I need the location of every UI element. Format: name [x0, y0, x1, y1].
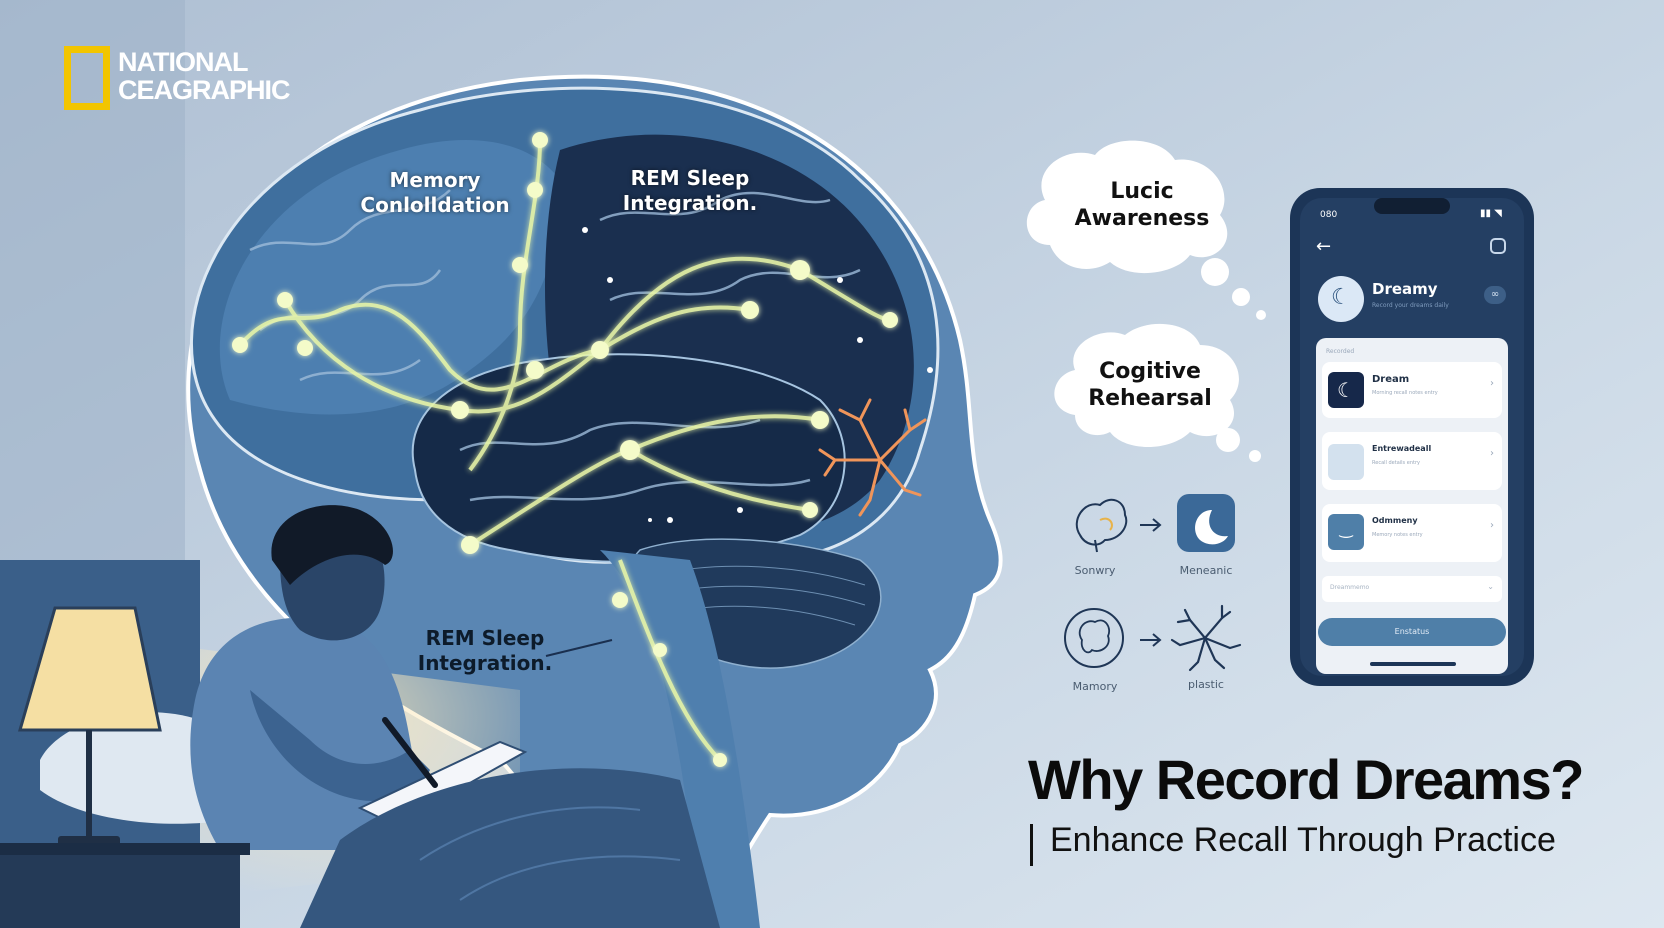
caption-mamory: Mamory — [1072, 680, 1118, 693]
brain-stem — [600, 550, 760, 928]
logo-frame-icon — [64, 46, 110, 110]
list-item[interactable]: Entrewadeall Recall details entry › — [1322, 432, 1502, 490]
phone-notch — [1374, 198, 1450, 214]
link-icon[interactable]: ∞ — [1484, 286, 1506, 304]
phone-home-indicator — [1370, 662, 1456, 666]
headline-title: Why Record Dreams? — [1028, 748, 1584, 811]
neural-nodes — [232, 132, 898, 767]
logo-line-2: CEAGRAPHIC — [118, 75, 291, 105]
image-thumbnail-icon — [1328, 444, 1364, 480]
person-arm — [250, 690, 430, 801]
brand-logo: NATIONAL CEAGRAPHIC — [118, 47, 291, 105]
label-line: Memory — [389, 168, 481, 192]
label-memory-consolidation: Memory Conlolldation — [350, 168, 520, 218]
lamp-post — [86, 730, 92, 840]
caption-sonwry: Sonwry — [1074, 564, 1116, 577]
label-line: REM Sleep — [425, 626, 545, 650]
smile-icon: ‿ — [1328, 514, 1364, 550]
brain-circle-inner — [1078, 619, 1110, 654]
thought-dot — [1256, 310, 1266, 320]
subtitle-bar — [1030, 824, 1033, 866]
label-rem-integration-side: REM Sleep Integration. — [410, 626, 560, 676]
caption-plastic: plastic — [1188, 678, 1224, 691]
logo-line-1: NATIONAL — [118, 47, 248, 77]
thought-text-cogitive: Cogitive Rehearsal — [1060, 358, 1240, 412]
chevron-down-icon: ⌄ — [1487, 582, 1494, 591]
thought-bubble-cogitive — [1054, 323, 1239, 447]
app-title: Dreamy — [1372, 280, 1438, 298]
thought-line: Awareness — [1074, 206, 1210, 231]
app-avatar: ☾ — [1318, 276, 1364, 322]
moon-badge-moon — [1195, 510, 1228, 545]
list-item-title: Entrewadeall — [1372, 444, 1432, 453]
list-header: Recorded — [1326, 348, 1355, 355]
list-item-title: Dream — [1372, 374, 1410, 385]
thought-bubble-lucic — [1026, 140, 1228, 274]
phone-signal-icon: ▮▮ ◥ — [1480, 208, 1502, 219]
list-item-detail: Recall details entry — [1372, 460, 1420, 466]
label-rem-integration-top: REM Sleep Integration. — [610, 166, 770, 216]
thought-line: Lucic — [1110, 179, 1174, 204]
moon-icon: ☾ — [1331, 285, 1351, 310]
brain-folds — [249, 189, 861, 502]
list-item-detail: Memory notes entry — [1372, 532, 1423, 538]
person-hair — [271, 505, 393, 585]
label-line: Integration. — [417, 651, 553, 675]
orange-neuron-branch — [818, 398, 927, 517]
thought-dot — [1232, 288, 1250, 306]
moon-icon: ☾ — [1328, 372, 1364, 408]
memo-input[interactable]: Dreammemo ⌄ — [1322, 576, 1502, 602]
brain-sparkles — [582, 227, 933, 523]
caption-meneanic: Meneanic — [1179, 564, 1233, 577]
thought-dot — [1216, 428, 1240, 452]
headline-subtitle: Enhance Recall Through Practice — [1050, 821, 1556, 859]
arrow-icon — [1140, 518, 1162, 532]
nightstand — [0, 848, 240, 928]
rem-label-pointer — [545, 639, 613, 657]
label-line: Integration. — [622, 191, 758, 215]
label-line: Conlolldation — [360, 193, 510, 217]
memo-input-placeholder: Dreammemo — [1330, 584, 1370, 591]
list-item-title: Odmmeny — [1372, 516, 1418, 525]
list-item[interactable]: ‿ Odmmeny Memory notes entry › — [1322, 504, 1502, 562]
chevron-right-icon: › — [1490, 520, 1494, 531]
nightstand-top — [0, 843, 250, 855]
settings-square-icon[interactable] — [1490, 238, 1506, 254]
phone-status-time: 080 — [1320, 210, 1338, 220]
pen — [382, 717, 438, 788]
thought-dot — [1201, 258, 1229, 286]
chevron-right-icon: › — [1490, 378, 1494, 389]
list-item-detail: Morning recall notes entry — [1372, 390, 1438, 396]
thought-dot — [1249, 450, 1261, 462]
neuron-icon — [1170, 604, 1242, 672]
submit-button[interactable]: Enstatus — [1318, 618, 1506, 646]
arrow-icon — [1140, 633, 1162, 647]
app-subtitle: Record your dreams daily — [1372, 302, 1449, 309]
label-line: REM Sleep — [630, 166, 750, 190]
brain-outline-icon — [1075, 498, 1128, 553]
blanket-folds — [419, 806, 681, 901]
chevron-right-icon: › — [1490, 448, 1494, 459]
list-item[interactable]: ☾ Dream Morning recall notes entry › — [1322, 362, 1502, 418]
brain-circle-icon — [1064, 608, 1124, 668]
back-arrow-icon[interactable]: ← — [1316, 236, 1332, 257]
lamp-shade — [18, 606, 162, 732]
thought-line: Rehearsal — [1088, 386, 1212, 411]
thought-text-lucic: Lucic Awareness — [1052, 178, 1232, 232]
thought-line: Cogitive — [1099, 359, 1201, 384]
